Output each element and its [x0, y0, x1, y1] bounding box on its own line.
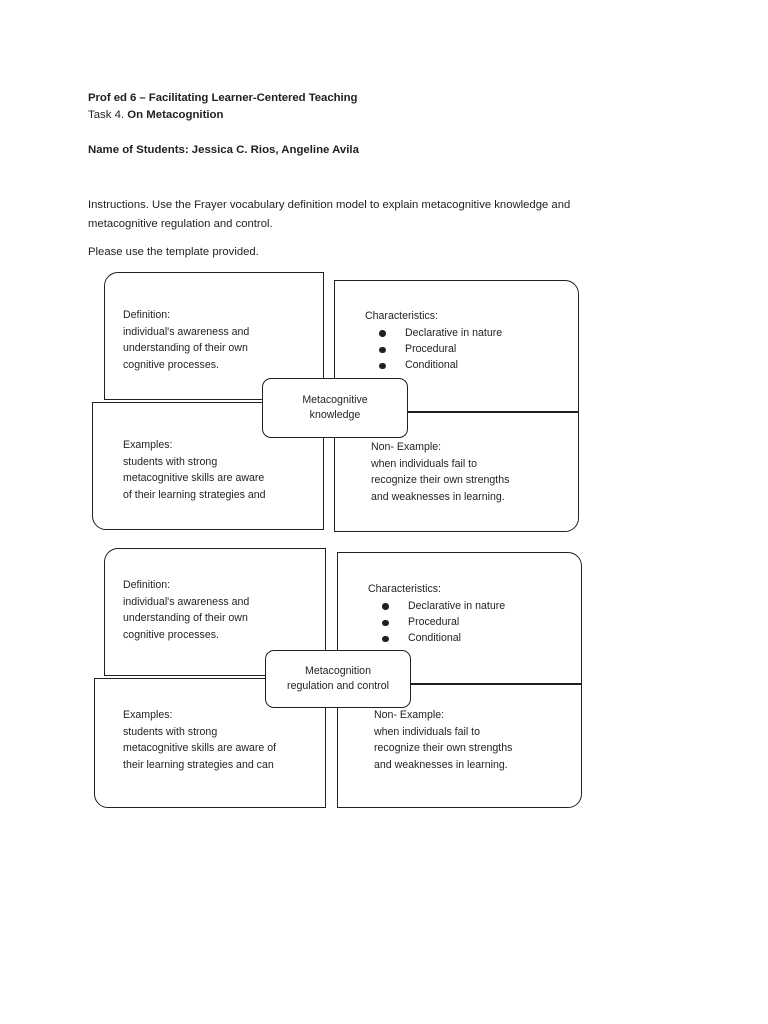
list-item: Declarative in nature — [365, 325, 578, 341]
list-item: Conditional — [368, 630, 581, 646]
bullet-icon — [382, 635, 389, 643]
non-example-line-1: when individuals fail to — [371, 457, 477, 470]
center-label-text: Metacognitive knowledge — [302, 393, 367, 424]
definition-heading: Definition: — [123, 309, 171, 321]
definition-line-1: individual's awareness and — [123, 325, 250, 338]
center-concept-label: Metacognitive knowledge — [262, 378, 408, 438]
task-line: Task 4. On Metacognition — [88, 107, 648, 124]
center-label-line-2: knowledge — [309, 409, 361, 421]
bullet-icon — [379, 330, 386, 337]
examples-line-3: of their learning strategies and — [123, 488, 266, 501]
center-label-text: Metacognition regulation and control — [287, 664, 389, 695]
examples-line-1: students with strong — [123, 455, 218, 468]
list-item: Declarative in nature — [368, 598, 581, 614]
characteristics-heading: Characteristics: — [368, 583, 441, 595]
bullet-icon — [382, 603, 389, 610]
bullet-icon — [382, 619, 389, 626]
characteristics-heading: Characteristics: — [365, 310, 438, 322]
document-header: Prof ed 6 – Facilitating Learner-Centere… — [88, 90, 648, 159]
non-example-text: Non- Example: when individuals fail to r… — [338, 685, 581, 773]
list-item-label: Procedural — [405, 343, 457, 355]
list-item: Conditional — [365, 357, 578, 373]
non-example-heading: Non- Example: — [371, 441, 442, 453]
non-example-line-3: and weaknesses in learning. — [371, 490, 505, 503]
center-label-line-2: regulation and control — [287, 680, 389, 692]
students-line: Name of Students: Jessica C. Rios, Angel… — [88, 144, 359, 156]
examples-line-2: metacognitive skills are aware — [123, 472, 265, 485]
non-example-text: Non- Example: when individuals fail to r… — [335, 413, 578, 505]
definition-line-3: cognitive processes. — [123, 358, 219, 371]
bullet-icon — [379, 362, 386, 370]
examples-text: Examples: students with strong metacogni… — [95, 679, 325, 773]
characteristics-list: Declarative in nature Procedural Conditi… — [368, 598, 581, 647]
center-concept-label: Metacognition regulation and control — [265, 650, 411, 708]
non-example-heading: Non- Example: — [374, 709, 445, 721]
examples-heading: Examples: — [123, 439, 173, 451]
task-title: On Metacognition — [127, 109, 224, 121]
list-item: Procedural — [368, 614, 581, 630]
list-item-label: Conditional — [408, 632, 462, 645]
quadrant-definition: Definition: individual's awareness and u… — [104, 272, 324, 400]
characteristics-text: Characteristics: Declarative in nature P… — [338, 553, 581, 647]
examples-line-3: their learning strategies and can — [123, 758, 274, 771]
quadrant-non-example: Non- Example: when individuals fail to r… — [334, 412, 579, 532]
list-item-label: Declarative in nature — [408, 599, 506, 612]
non-example-line-2: recognize their own strengths — [374, 742, 513, 755]
bullet-icon — [379, 346, 386, 353]
non-example-line-1: when individuals fail to — [374, 725, 480, 738]
definition-line-1: individual's awareness and — [123, 595, 250, 608]
instructions-paragraph: Instructions. Use the Frayer vocabulary … — [88, 199, 571, 230]
non-example-line-2: recognize their own strengths — [371, 474, 510, 487]
definition-line-2: understanding of their own — [123, 342, 248, 355]
examples-text: Examples: students with strong metacogni… — [93, 403, 323, 503]
center-label-line-1: Metacognitive — [302, 393, 368, 406]
characteristics-list: Declarative in nature Procedural Conditi… — [365, 325, 578, 374]
definition-text: Definition: individual's awareness and u… — [105, 273, 323, 373]
non-example-line-3: and weaknesses in learning. — [374, 758, 508, 771]
list-item-label: Declarative in nature — [405, 326, 503, 339]
characteristics-text: Characteristics: Declarative in nature P… — [335, 281, 578, 374]
examples-line-2: metacognitive skills are aware of — [123, 742, 277, 755]
task-label: Task 4. — [88, 109, 125, 121]
definition-text: Definition: individual's awareness and u… — [105, 549, 325, 643]
definition-heading: Definition: — [123, 579, 171, 591]
examples-line-1: students with strong — [123, 725, 218, 738]
list-item-label: Conditional — [405, 359, 459, 372]
template-note: Please use the template provided. — [88, 246, 259, 258]
center-label-line-1: Metacognition — [305, 664, 371, 677]
examples-heading: Examples: — [123, 709, 173, 721]
course-title: Prof ed 6 – Facilitating Learner-Centere… — [88, 92, 358, 104]
definition-line-2: understanding of their own — [123, 612, 248, 625]
list-item-label: Procedural — [408, 616, 460, 628]
definition-line-3: cognitive processes. — [123, 628, 219, 641]
list-item: Procedural — [365, 341, 578, 357]
